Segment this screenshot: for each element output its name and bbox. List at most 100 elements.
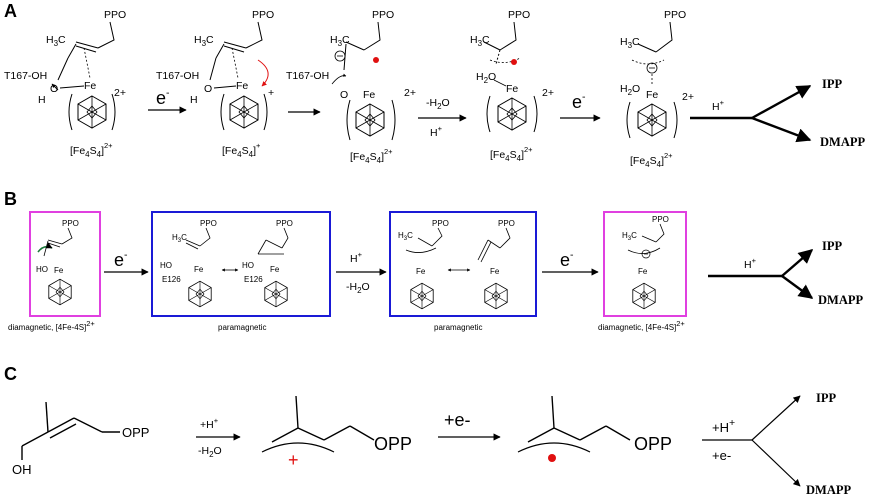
methyl-label: H3C [46, 34, 66, 48]
svg-text:E126: E126 [244, 275, 263, 284]
water-loss-label-a: -H2O [426, 97, 450, 111]
svg-text:H3C: H3C [330, 34, 350, 48]
svg-text:HO: HO [242, 261, 254, 270]
svg-text:H3C: H3C [172, 233, 187, 244]
hydroxyl-label: OH [12, 462, 32, 477]
product-ipp-c: IPP [816, 391, 837, 405]
caption-b2: paramagnetic [218, 323, 266, 332]
water-loss-label-b: -H2O [346, 281, 370, 295]
svg-text:O: O [340, 89, 348, 101]
svg-text:HO: HO [36, 265, 48, 274]
product-dmapp-a: DMAPP [820, 135, 865, 149]
svg-text:Fe: Fe [363, 89, 375, 101]
svg-text:H+: H+ [744, 256, 757, 271]
panel-label-a: A [4, 1, 17, 21]
svg-text:H: H [190, 94, 198, 106]
svg-text:H3C: H3C [622, 231, 637, 242]
panel-a-structure-5: PPO H3C H2O Fe 2+ [Fe4S4]2+ [620, 9, 694, 169]
svg-text:OPP: OPP [374, 434, 412, 454]
product-ipp-b: IPP [822, 239, 843, 253]
svg-text:H3C: H3C [470, 34, 490, 48]
svg-text:PPO: PPO [372, 9, 394, 21]
svg-text:PPO: PPO [432, 219, 449, 228]
svg-text:Fe: Fe [236, 80, 248, 92]
panel-b-box-2: PPO H3C HO E126 Fe PPO HO E126 Fe [151, 211, 331, 317]
iron-label: Fe [84, 80, 96, 92]
svg-text:E126: E126 [162, 275, 181, 284]
panel-c-structure-1: OH OPP [12, 401, 149, 477]
svg-text:PPO: PPO [276, 219, 293, 228]
svg-text:[Fe4S4]2+: [Fe4S4]2+ [490, 145, 533, 163]
t167-label: T167-OH [4, 70, 47, 82]
electron-label-a1: e- [156, 87, 170, 108]
cluster-label: [Fe4S4]2+ [70, 141, 113, 159]
svg-text:2+: 2+ [682, 91, 694, 103]
caption-b1: diamagnetic, [4Fe-4S]2+ [8, 319, 95, 332]
panel-b-box-4: PPO H3C Fe [603, 211, 687, 317]
svg-text:[Fe4S4]2+: [Fe4S4]2+ [630, 151, 673, 169]
svg-text:H3C: H3C [398, 231, 413, 242]
svg-text:2+: 2+ [404, 87, 416, 99]
panel-a-structure-4: PPO H3C H2O Fe 2+ [Fe4S4]2+ [470, 9, 554, 163]
ppo-label: PPO [104, 9, 126, 21]
svg-text:OPP: OPP [634, 434, 672, 454]
svg-text:PPO: PPO [252, 9, 274, 21]
svg-text:[Fe4S4]+: [Fe4S4]+ [222, 141, 261, 159]
svg-text:PPO: PPO [498, 219, 515, 228]
svg-text:+: + [268, 87, 274, 99]
svg-text:Fe: Fe [646, 89, 658, 101]
opp-label: OPP [122, 425, 149, 440]
proton-label-c: +H+ [200, 416, 219, 431]
split-arrow-c: +H+ +e- [702, 395, 801, 487]
svg-text:PPO: PPO [664, 9, 686, 21]
electron-label-b1: e- [114, 249, 128, 270]
panel-label-c: C [4, 364, 17, 384]
svg-text:T167-OH: T167-OH [286, 70, 329, 82]
product-dmapp-b: DMAPP [818, 293, 863, 307]
electron-label-c: +e- [444, 410, 471, 430]
svg-text:Fe: Fe [638, 267, 648, 276]
electron-label-a2: e- [572, 91, 586, 112]
panel-a-structure-2: PPO H3C T167-OH O H Fe + [Fe4S4]+ [156, 9, 274, 159]
panel-c-structure-2: + OPP [261, 395, 412, 470]
svg-text:H2O: H2O [476, 71, 496, 85]
svg-text:Fe: Fe [194, 265, 204, 274]
svg-text:H+: H+ [712, 98, 725, 113]
panel-c-structure-3: OPP [517, 395, 672, 462]
svg-text:Fe: Fe [490, 267, 500, 276]
svg-text:Fe: Fe [54, 266, 64, 275]
panel-a-structure-1: PPO H3C T167-OH O H Fe 2+ [Fe4S4]2+ [4, 9, 126, 159]
panel-a-structure-3: PPO H3C T167-OH O Fe 2+ [Fe4S4]2+ [286, 9, 416, 165]
svg-text:[Fe4S4]2+: [Fe4S4]2+ [350, 147, 393, 165]
caption-b4: diamagnetic, [4Fe-4S]2+ [598, 319, 685, 332]
svg-text:+e-: +e- [712, 448, 731, 463]
svg-text:PPO: PPO [200, 219, 217, 228]
svg-text:H3C: H3C [194, 34, 214, 48]
svg-text:H3C: H3C [620, 36, 640, 50]
hydrogen-label: H [38, 94, 46, 106]
svg-text:2+: 2+ [542, 87, 554, 99]
svg-text:HO: HO [160, 261, 172, 270]
cation-plus: + [288, 450, 299, 470]
panel-b-box-1: PPO HO Fe [29, 211, 101, 317]
svg-text:Fe: Fe [416, 267, 426, 276]
svg-text:T167-OH: T167-OH [156, 70, 199, 82]
radical-dot [373, 57, 379, 63]
water-loss-label-c: -H2O [198, 445, 222, 459]
radical-dot-c [548, 454, 556, 462]
product-ipp-a: IPP [822, 77, 843, 91]
split-arrow-a: H+ [690, 84, 812, 143]
svg-text:O: O [204, 83, 212, 95]
product-dmapp-c: DMAPP [806, 483, 851, 497]
proton-label-a: H+ [430, 124, 443, 139]
svg-text:Fe: Fe [506, 83, 518, 95]
proton-label-b: H+ [350, 250, 363, 265]
svg-text:H2O: H2O [620, 83, 640, 97]
svg-text:PPO: PPO [62, 219, 79, 228]
svg-text:+H+: +H+ [712, 417, 735, 435]
panel-label-b: B [4, 189, 17, 209]
svg-text:PPO: PPO [508, 9, 530, 21]
oxygen-label: O [50, 83, 58, 95]
svg-text:Fe: Fe [270, 265, 280, 274]
